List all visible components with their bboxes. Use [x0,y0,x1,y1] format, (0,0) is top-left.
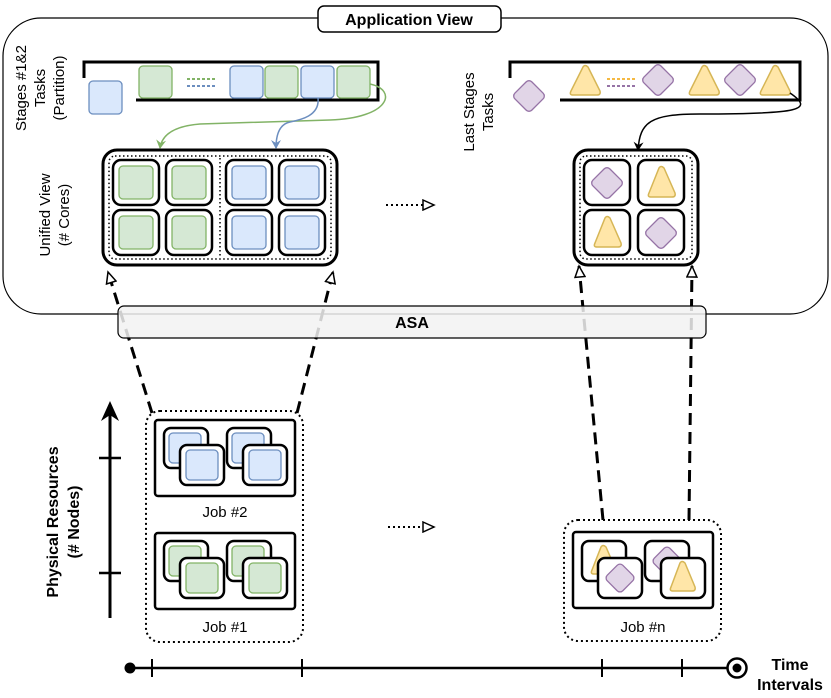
green-task [336,65,371,99]
orange-task [688,64,720,96]
unified-view-label-2: (# Cores) [56,184,73,247]
blue-task [300,65,335,99]
core-slot [164,208,214,257]
core-slot [277,208,327,257]
core-slot [582,208,632,257]
node [162,426,226,487]
stages-left-label-3: (Partition) [51,55,68,120]
last-stage-dispatch-arrow [633,92,802,151]
orange-task [759,64,791,96]
core-slot [111,208,161,257]
core-slot [224,208,274,257]
application-view-title: Application View [345,12,473,29]
asa-layer-bar [117,305,707,339]
core-slot [636,158,686,207]
core-slot [224,158,274,207]
asa-layer-label: ASA [395,315,429,332]
node [225,426,289,487]
node [643,539,707,600]
orange-task [569,64,601,96]
stages-right-label-2: Tasks [480,93,497,131]
blue-task [229,65,264,99]
x-axis-label-2: Intervals [757,677,823,694]
core-slot [582,158,632,207]
green-task [264,65,299,99]
core-slot [636,208,686,257]
right-task-queue [508,60,802,102]
x-axis-label-1: Time [771,657,808,674]
unified-view-right-inner [579,155,693,260]
green-task [138,65,173,99]
green-dispatch-arrow [156,83,387,149]
purple-task [513,80,545,112]
stages-right-label-1: Last Stages [461,72,478,151]
job2-to-view-arrow-left [108,272,154,414]
stages-left-label-1: Stages #1&2 [13,45,30,131]
core-slot [111,158,161,207]
node [225,539,289,600]
time-axis-end-dot [732,663,742,673]
core-slot [164,158,214,207]
purple-task [642,64,674,96]
job-n-label: Job #n [620,619,665,636]
time-axis-start [124,662,136,674]
blue-task [88,80,123,115]
node [162,539,226,600]
y-axis-label-2: (# Nodes) [66,486,83,559]
node [580,539,644,600]
job-2-label: Job #2 [202,504,247,521]
blue-dispatch-arrow [271,97,319,149]
core-slot [277,158,327,207]
job2-to-view-arrow-right [295,272,333,414]
y-axis-label-1: Physical Resources [45,446,62,597]
unified-view-left-inner [108,155,332,260]
unified-view-label-1: Unified View [37,173,54,256]
left-task-queue [82,60,380,102]
stages-left-label-2: Tasks [32,69,49,107]
job-1-label: Job #1 [202,619,247,636]
purple-task [724,64,756,96]
application-view-title-box [317,5,502,33]
